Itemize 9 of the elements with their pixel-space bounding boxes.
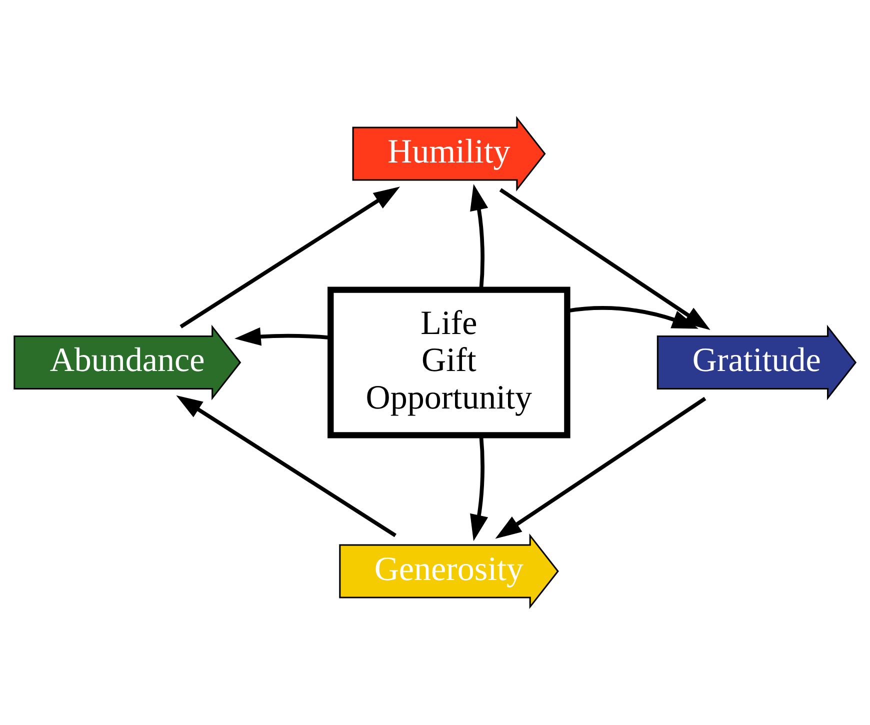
arrow xyxy=(567,306,699,329)
arrow xyxy=(499,188,710,330)
arrow xyxy=(176,395,396,538)
arrow xyxy=(180,186,400,328)
arrow xyxy=(470,435,488,542)
node-box: Life Gift Opportunity xyxy=(328,286,570,438)
arrow xyxy=(495,396,706,539)
arrow xyxy=(470,184,488,290)
arrow xyxy=(234,327,331,346)
